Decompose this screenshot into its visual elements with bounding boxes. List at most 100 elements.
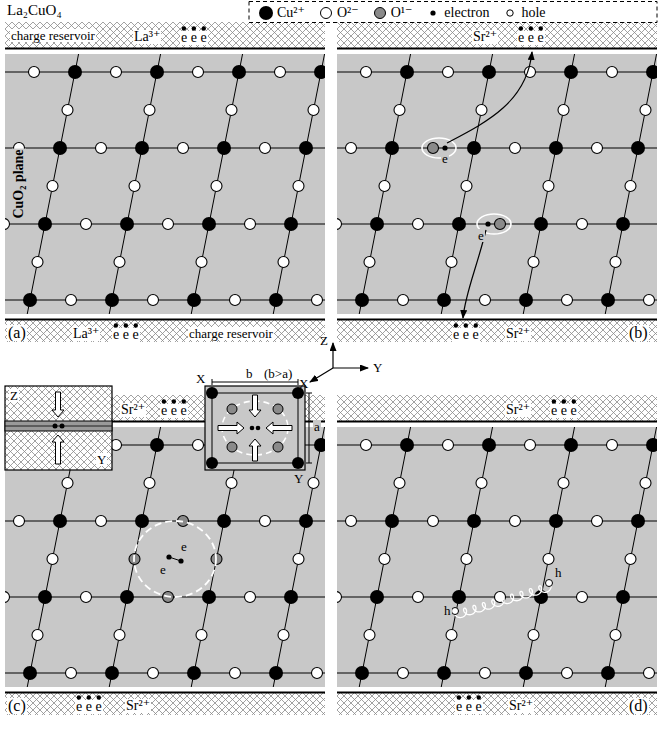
copper-atom <box>616 590 630 604</box>
oxygen-atom <box>625 554 636 565</box>
copper-atom <box>355 666 369 680</box>
copper-atom <box>120 217 134 231</box>
oxygen-atom <box>443 440 454 451</box>
oxygen-atom <box>337 592 342 603</box>
hollow-arrow <box>52 392 64 417</box>
copper-atom <box>187 293 201 307</box>
oxygen-atom <box>592 143 603 154</box>
oxygen-atom <box>495 219 506 230</box>
oxygen-atom <box>14 516 25 527</box>
dimension-line <box>309 393 310 463</box>
copper-atom <box>135 141 149 155</box>
copper-atom <box>631 141 645 155</box>
oxygen-atom <box>543 554 554 565</box>
copper-atom <box>482 65 496 79</box>
oxygen-atom <box>293 181 304 192</box>
electron-dot <box>166 554 171 559</box>
copper-atom <box>370 590 384 604</box>
oxygen-atom <box>312 668 323 679</box>
oxygen-atom <box>337 219 342 230</box>
copper-atom <box>385 141 399 155</box>
bond-line <box>605 427 656 687</box>
legend-item: O²⁻ <box>318 5 359 21</box>
charge-reservoir <box>337 320 657 342</box>
cuo2-plane <box>337 427 657 687</box>
panel-label: (b) <box>628 325 649 341</box>
oxygen-atom <box>510 516 521 527</box>
charge-reservoir <box>5 22 325 48</box>
electron-label: e e e <box>452 328 480 342</box>
hollow-arrow <box>218 422 244 434</box>
electron-dot <box>256 426 261 431</box>
copper-atom <box>232 65 246 79</box>
oxygen-atom <box>62 105 73 116</box>
oxygen-atom <box>47 554 58 565</box>
copper-atom <box>467 514 481 528</box>
oxygen-atom <box>625 181 636 192</box>
oxygen-atom <box>379 554 390 565</box>
oxygen-atom <box>230 668 241 679</box>
legend-item: O¹⁻ <box>372 5 413 21</box>
boundary-line <box>337 421 657 423</box>
oxygen-atom <box>111 67 122 78</box>
oxygen-atom <box>361 67 372 78</box>
oxygen-atom <box>245 219 256 230</box>
region-label: charge reservoir <box>188 327 274 340</box>
oxygen-atom <box>640 478 651 489</box>
axis-label: Y <box>293 472 304 485</box>
coil <box>454 583 551 618</box>
oxygen-atom <box>577 219 588 230</box>
dimension-label: b <box>245 367 254 380</box>
oxygen-atom <box>525 440 536 451</box>
legend-item: Cu²⁺ <box>258 5 305 21</box>
copper-atom <box>206 457 218 469</box>
oxygen-atom <box>476 478 487 489</box>
oxygen-atom <box>196 630 207 641</box>
copper-atom <box>452 590 466 604</box>
oxygen-atom <box>227 442 237 452</box>
axis-label: Z <box>319 334 329 347</box>
copper-atom <box>202 590 216 604</box>
oxygen-atom <box>461 181 472 192</box>
oxygen-atom <box>144 478 155 489</box>
oxygen-atom <box>480 295 491 306</box>
oxygen-atom <box>428 516 439 527</box>
oxygen-atom <box>193 67 204 78</box>
axis-arrow <box>333 367 368 368</box>
electron-label: e e e <box>455 700 483 714</box>
copper-atom <box>452 217 466 231</box>
boundary-line <box>5 48 325 50</box>
electron-dot <box>53 424 58 429</box>
legend-sample <box>374 8 385 19</box>
oxygen-atom <box>413 219 424 230</box>
oxygen-atom <box>607 440 618 451</box>
electron-label: e e e <box>75 700 103 714</box>
oxygen-atom <box>81 592 92 603</box>
copper-atom <box>646 65 657 79</box>
bond-line <box>605 54 656 314</box>
bond-line <box>523 54 574 314</box>
copper-atom <box>437 666 451 680</box>
hollow-arrow <box>52 435 64 464</box>
copper-atom <box>217 514 231 528</box>
legend-sample <box>431 10 436 15</box>
oxygen-atom <box>446 257 457 268</box>
oxygen-atom <box>543 181 554 192</box>
bond-line <box>5 426 112 427</box>
oxygen-atom <box>528 257 539 268</box>
oxygen-atom <box>443 67 454 78</box>
copper-atom <box>38 217 52 231</box>
copper-atom <box>564 65 578 79</box>
hole-dot <box>546 580 553 587</box>
legend-text: O¹⁻ <box>391 6 413 20</box>
legend-sample <box>425 5 441 21</box>
oxygen-atom <box>278 257 289 268</box>
dimension-label: a <box>313 420 321 433</box>
oxygen-atom <box>428 143 439 154</box>
oxygen-atom <box>226 478 237 489</box>
dimension-line <box>212 382 298 383</box>
electron-dot <box>178 558 183 563</box>
ion-label: La³⁺ <box>133 30 161 44</box>
oxygen-atom <box>413 592 424 603</box>
axis-arrow <box>310 368 333 382</box>
